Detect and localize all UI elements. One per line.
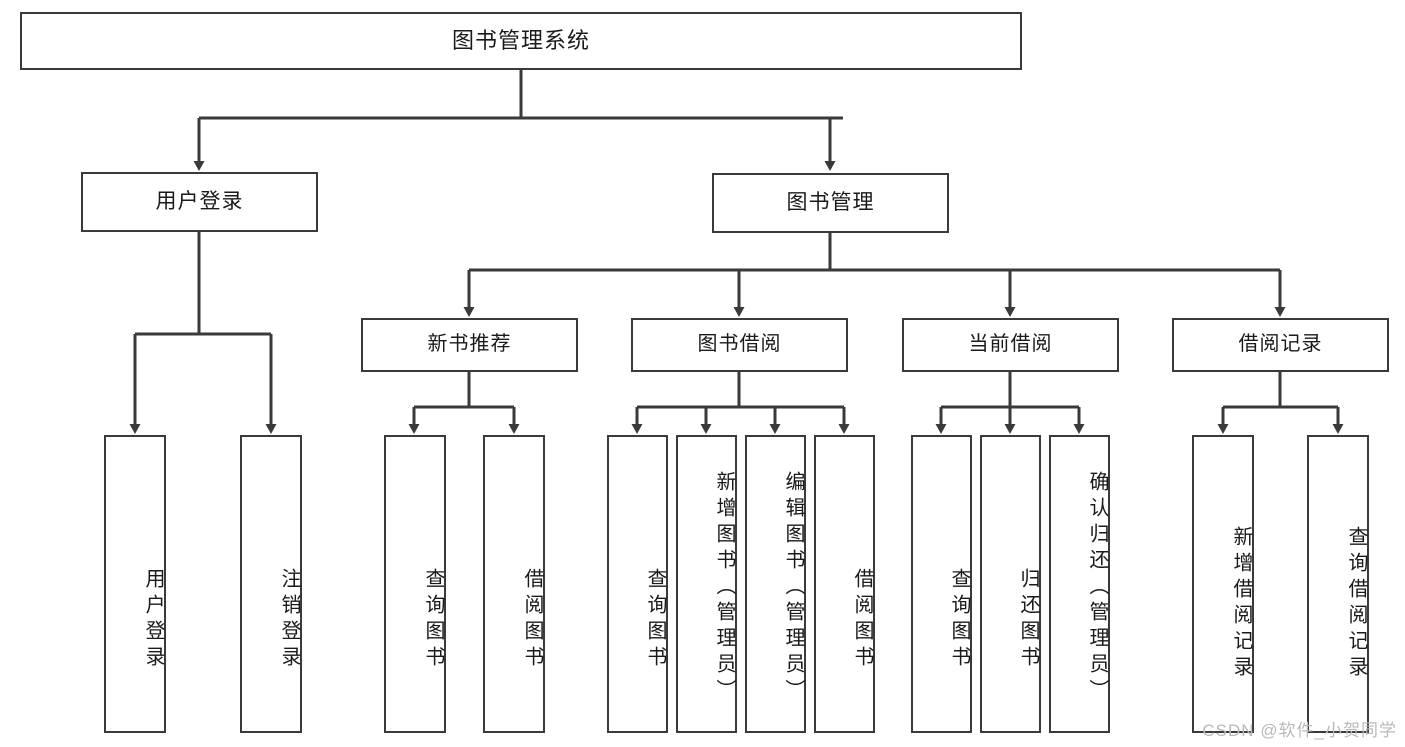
leaf-borrow-do-borrow-book[interactable]: 借阅图书 [814, 435, 875, 733]
node-label: 借阅图书 [521, 568, 543, 672]
leaf-borrow-query-book[interactable]: 查询图书 [607, 435, 668, 733]
node-book-borrow[interactable]: 图书借阅 [631, 318, 848, 372]
leaf-record-query[interactable]: 查询借阅记录 [1307, 435, 1369, 733]
node-borrow-record[interactable]: 借阅记录 [1172, 318, 1389, 372]
leaf-user-login[interactable]: 用户登录 [104, 435, 166, 733]
leaf-recommend-query-book[interactable]: 查询图书 [384, 435, 446, 733]
leaf-current-confirm-return-admin[interactable]: 确认归还（管理员） [1049, 435, 1110, 733]
csdn-watermark: CSDN @软件_小贺同学 [1202, 721, 1397, 740]
leaf-borrow-edit-book-admin[interactable]: 编辑图书（管理员） [745, 435, 806, 733]
leaf-record-add[interactable]: 新增借阅记录 [1192, 435, 1254, 733]
node-label: 用户登录 [155, 189, 244, 213]
leaf-user-logout[interactable]: 注销登录 [240, 435, 302, 733]
leaf-borrow-add-book-admin[interactable]: 新增图书（管理员） [676, 435, 737, 733]
node-label: 当前借阅 [968, 333, 1053, 356]
leaf-current-return-book[interactable]: 归还图书 [980, 435, 1041, 733]
node-label: 归还图书 [1017, 568, 1039, 672]
node-label: 编辑图书（管理员） [782, 471, 804, 705]
node-label: 注销登录 [278, 568, 300, 672]
node-label: 图书借阅 [697, 333, 782, 356]
node-label: 新增图书（管理员） [713, 471, 735, 705]
node-label: 查询图书 [644, 568, 666, 672]
node-label: 新书推荐 [427, 333, 512, 356]
node-label: 图书管理系统 [451, 28, 590, 54]
node-new-book-recommend[interactable]: 新书推荐 [361, 318, 578, 372]
node-label: 查询借阅记录 [1345, 526, 1367, 682]
node-label: 借阅记录 [1238, 333, 1323, 356]
node-label: 查询图书 [422, 568, 444, 672]
node-label: 图书管理 [786, 190, 875, 214]
leaf-current-query-book[interactable]: 查询图书 [911, 435, 972, 733]
node-user-login[interactable]: 用户登录 [81, 172, 318, 232]
node-label: 查询图书 [948, 568, 970, 672]
node-label: 借阅图书 [851, 568, 873, 672]
leaf-recommend-borrow-book[interactable]: 借阅图书 [483, 435, 545, 733]
node-label: 用户登录 [142, 568, 164, 672]
node-label: 新增借阅记录 [1230, 526, 1252, 682]
node-root-system[interactable]: 图书管理系统 [20, 12, 1022, 70]
node-label: 确认归还（管理员） [1086, 471, 1108, 705]
node-book-management[interactable]: 图书管理 [712, 173, 949, 233]
node-current-borrow[interactable]: 当前借阅 [902, 318, 1119, 372]
